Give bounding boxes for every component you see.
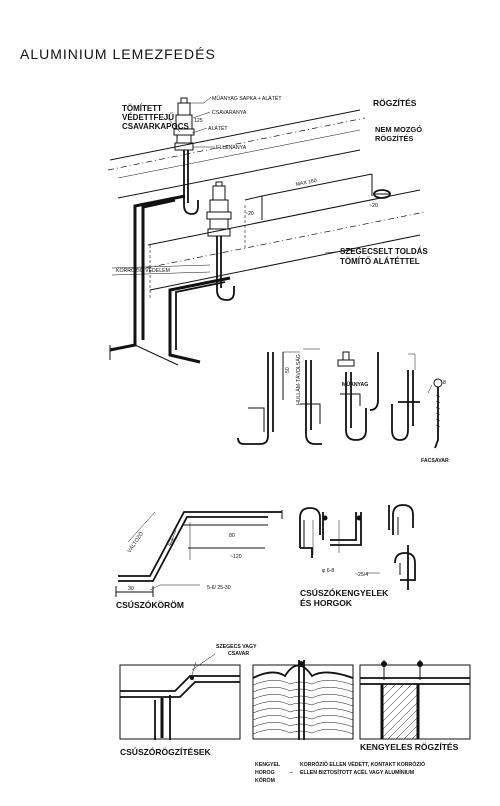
legend-key-kengyel: KENGYEL	[255, 762, 281, 768]
wood-screw	[433, 378, 443, 449]
csuszorogzitesek-label: CSÚSZÓRÖGZÍTÉSEK	[120, 746, 212, 757]
legend-key-horog: HOROG	[255, 770, 275, 776]
dim-20-right: ~20	[369, 203, 378, 209]
szegecs-label-2: CSAVAR	[228, 651, 249, 657]
clamp-hook-upper	[173, 97, 199, 215]
hook-dim-var: HULLÁM-TÁVOLSÁG	[295, 354, 302, 405]
rogzites-heading: RÖGZÍTÉS	[373, 98, 417, 108]
nem-mozgo-label-2: RÖGZÍTÉS	[375, 134, 413, 143]
slide-fixing-section	[119, 653, 241, 740]
claw-spec: 5-6/ 25-30	[207, 585, 231, 591]
legend-text-1: KORRÓZIÓ ELLEN VÉDETT, KONTAKT KORRÓZIÓ	[300, 760, 425, 768]
main-assembly-drawing	[107, 96, 426, 366]
dim-max160: MAX 160	[295, 178, 317, 188]
nem-mozgo-label-1: NEM MOZGÓ	[375, 125, 422, 134]
szegecselt-label-2: TÖMÍTŐ ALÁTÉTTEL	[340, 257, 420, 266]
tomitett-label-1: TÖMÍTETT	[122, 104, 162, 113]
csuszokengyelek-label-1: CSÚSZÓKENGYELEK	[300, 587, 389, 598]
bracket-dim-25: ~25/4	[355, 572, 368, 578]
csuszokorom-label: CSÚSZÓKÖRÖM	[116, 599, 184, 610]
hook-profiles	[237, 348, 443, 449]
hook-dim-50: 50	[285, 367, 291, 373]
csuszokengyelek-label-2: ÉS HORGOK	[300, 598, 353, 608]
muanyag-sapka-label: MŰANYAG SAPKA + ALÁTÉT	[212, 95, 282, 102]
page-title: ALUMINIUM LEMEZFEDÉS	[20, 46, 216, 62]
rivet	[373, 189, 391, 199]
materials-legend: KENGYEL KORRÓZIÓ ELLEN VÉDETT, KONTAKT K…	[255, 760, 425, 784]
bracket-fixing-section	[359, 660, 471, 740]
hook-dim-8: 8	[443, 380, 446, 386]
legend-dash: –	[290, 770, 293, 776]
claw-dim-120: ~120	[230, 554, 242, 560]
wave-sheet-section	[252, 660, 354, 740]
szegecselt-label-1: SZEGECSELT TOLDÁS	[340, 247, 428, 256]
slide-brackets-drawing	[299, 504, 416, 590]
ellenanya-label: ELLENANYA	[216, 145, 247, 151]
dim-125: 125	[194, 118, 203, 124]
tomitett-label-2: VÉDETTFEJŰ	[122, 113, 174, 122]
csavaranya-label: CSAVARANYA	[212, 110, 247, 116]
legend-text-2: ELLEN BIZTOSÍTOTT ACÉL VAGY ALUMÍNIUM	[300, 768, 414, 776]
claw-dim-30: 30	[128, 586, 134, 592]
dim-20-left: ~20	[245, 211, 254, 217]
szegecs-label-1: SZEGECS VAGY	[216, 644, 257, 650]
claw-dim-5-6: 5~6	[168, 537, 178, 548]
korrozio-label: KORRÓZIÓ VÉDELEM	[116, 267, 170, 274]
slide-claw-drawing	[115, 510, 283, 597]
plastic-cap	[337, 351, 355, 367]
facsavar-label: FACSAVAR	[421, 458, 449, 464]
kengyeles-rogzites-label: KENGYELES RÖGZÍTÉS	[360, 742, 459, 752]
claw-dim-80: 80	[229, 533, 235, 539]
bracket-dim-phi: φ 6-8	[322, 568, 334, 574]
tomitett-label-3: CSAVARKAPOCS	[122, 122, 189, 131]
alatet-label: ALÁTÉT	[208, 125, 228, 132]
clamp-hook-lower	[206, 181, 235, 301]
muanyag-label: MŰANYAG	[342, 381, 368, 388]
legend-key-korom: KÖRÖM	[255, 777, 275, 784]
